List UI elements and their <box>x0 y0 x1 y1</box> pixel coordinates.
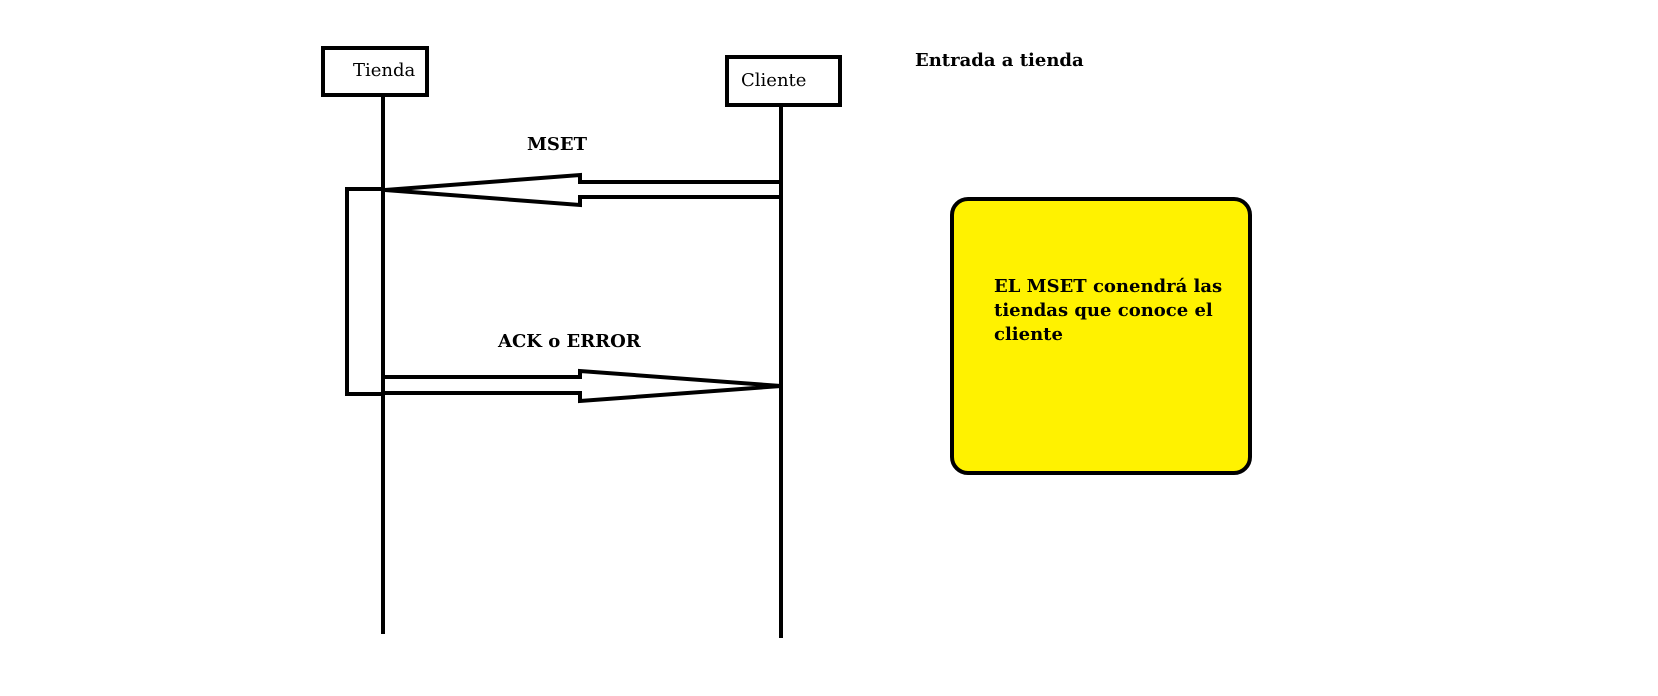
note-text: EL MSET conendrá las tiendas que conoce … <box>994 276 1223 345</box>
actor-label-cliente: Cliente <box>741 70 807 91</box>
message-label-ack-error: ACK o ERROR <box>498 331 641 352</box>
message-label-mset: MSET <box>527 134 588 155</box>
message-arrow-ack-error <box>381 368 782 404</box>
message-arrow-mset <box>384 172 783 208</box>
activation-box-tienda <box>345 187 385 396</box>
actor-label-tienda: Tienda <box>353 60 416 81</box>
note-box: EL MSET conendrá las tiendas que conoce … <box>950 197 1252 475</box>
diagram-title: Entrada a tienda <box>915 50 1084 71</box>
actor-box-cliente <box>725 55 842 107</box>
actor-box-tienda <box>321 46 429 97</box>
